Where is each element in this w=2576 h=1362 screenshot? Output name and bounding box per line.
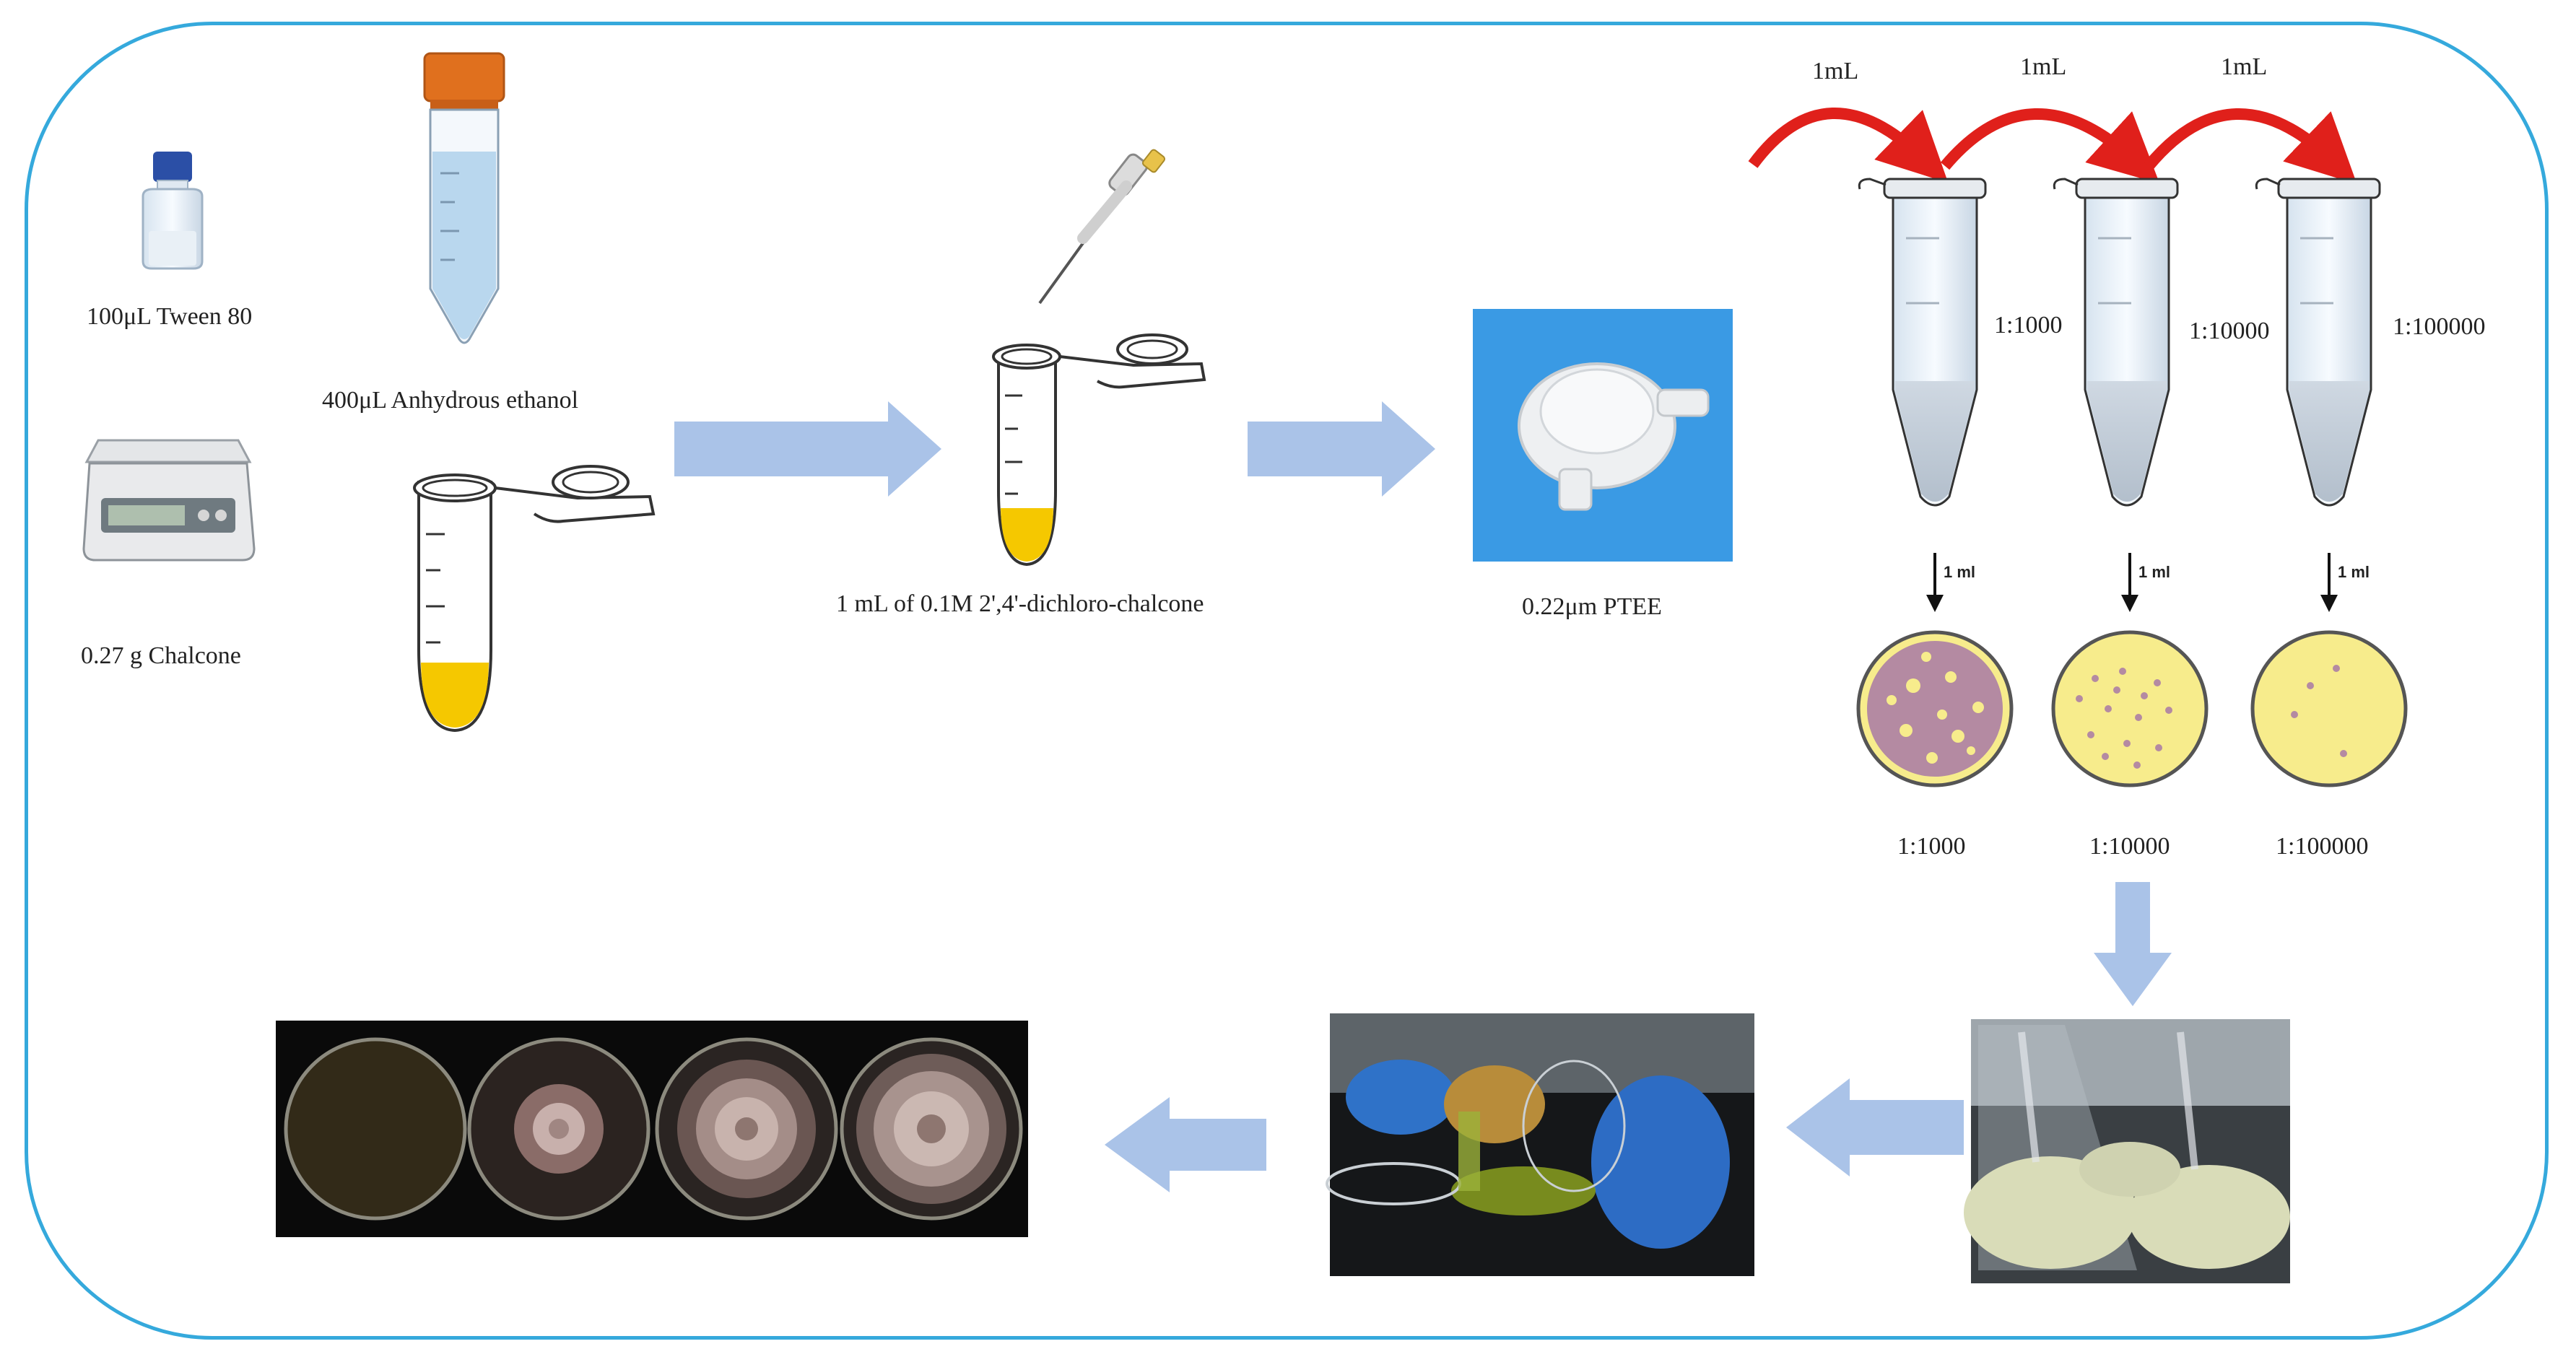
dilution-tube-1-icon xyxy=(1858,178,1987,507)
flow-arrow-1 xyxy=(674,401,941,497)
transfer-label-1: 1mL xyxy=(1812,58,1859,84)
culture-flasks-photo xyxy=(1964,1019,2290,1283)
tube-ratio-1: 1:1000 xyxy=(1994,312,2063,339)
dilution-tube-3-icon xyxy=(2255,178,2381,507)
balance-scale-icon xyxy=(82,439,256,562)
transfer-arrow-2 xyxy=(1940,108,2160,184)
plate-ratio-3: 1:100000 xyxy=(2276,833,2369,860)
transfer-label-2: 1mL xyxy=(2020,53,2067,80)
tween-bottle-icon xyxy=(142,152,204,270)
petri-plate-2-icon xyxy=(2051,630,2209,787)
filter-label: 0.22μm PTEE xyxy=(1522,593,1662,620)
tube-ratio-2: 1:10000 xyxy=(2189,318,2270,344)
plating-label-2: 1 ml xyxy=(2138,563,2171,581)
flow-arrow-2 xyxy=(1248,401,1435,497)
plate-ratio-2: 1:10000 xyxy=(2089,833,2170,860)
chalcone-label: 0.27 g Chalcone xyxy=(81,642,241,669)
fungal-plates-photo xyxy=(276,1021,1028,1237)
transfer-arrow-3 xyxy=(2144,108,2357,185)
petri-plate-1-icon xyxy=(1856,630,2014,787)
transfer-label-3: 1mL xyxy=(2221,53,2268,80)
flow-arrow-4 xyxy=(1105,1097,1266,1192)
tube-ratio-3: 1:100000 xyxy=(2393,313,2486,340)
ethanol-label: 400μL Anhydrous ethanol xyxy=(322,387,579,414)
plate-ratio-1: 1:1000 xyxy=(1897,833,1966,860)
microtube-middle-icon xyxy=(992,333,1206,567)
tween-label: 100μL Tween 80 xyxy=(87,303,253,330)
petri-plate-3-icon xyxy=(2250,630,2408,787)
flow-arrow-down xyxy=(2094,882,2172,1006)
solution-label: 1 mL of 0.1M 2',4'-dichloro-chalcone xyxy=(836,590,1204,617)
pipette-icon xyxy=(1038,149,1166,305)
syringe-filter-photo xyxy=(1473,309,1733,562)
microtube-left-icon xyxy=(413,465,656,733)
plating-label-1: 1 ml xyxy=(1944,563,1976,581)
plate-pouring-photo xyxy=(1326,1013,1754,1276)
diagram-border xyxy=(25,22,2549,1340)
flow-arrow-3 xyxy=(1786,1078,1964,1177)
falcon-tube-icon xyxy=(423,52,505,344)
transfer-arrow-1 xyxy=(1748,108,1949,183)
dilution-tube-2-icon xyxy=(2053,178,2179,507)
plating-label-3: 1 ml xyxy=(2338,563,2370,581)
